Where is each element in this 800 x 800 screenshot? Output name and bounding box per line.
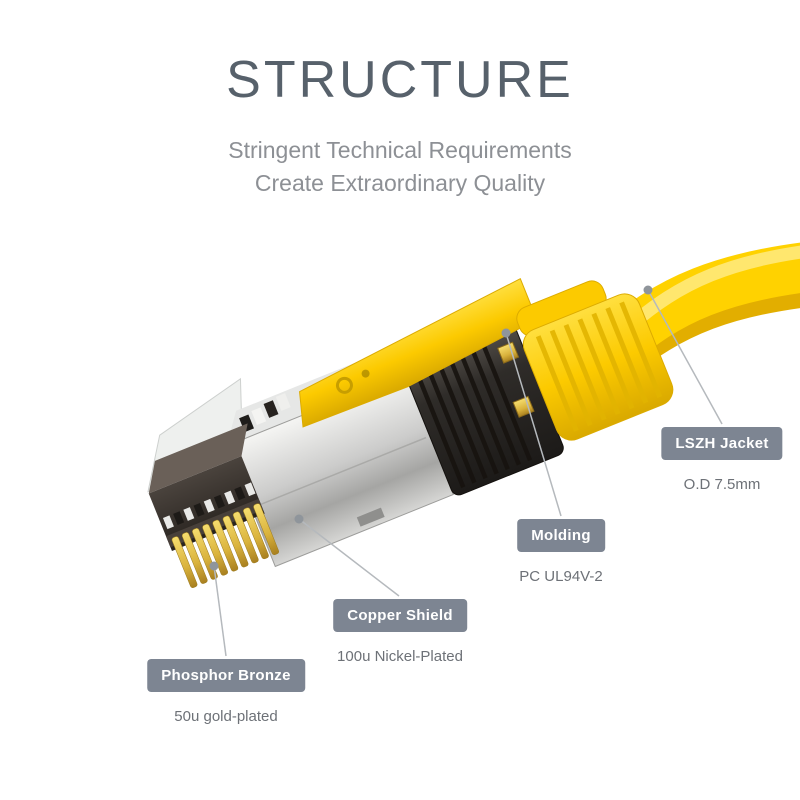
- callout-badge-molding: Molding: [517, 519, 605, 552]
- leader-dot-lszh: [643, 285, 653, 295]
- callout-detail-molding: PC UL94V-2: [519, 568, 603, 585]
- callout-copper-shield: Copper Shield 100u Nickel-Plated: [333, 599, 467, 665]
- contact-slots: [162, 482, 256, 530]
- leader-dot-molding: [501, 328, 511, 338]
- leader-dots: [209, 285, 653, 571]
- callout-phosphor-bronze: Phosphor Bronze 50u gold-plated: [147, 659, 305, 725]
- leader-dot-phosphor: [209, 561, 219, 571]
- molding-ridges: [413, 340, 533, 489]
- latch-ring: [335, 376, 353, 394]
- shield-seam: [256, 436, 427, 507]
- callout-badge-lszh-jacket: LSZH Jacket: [661, 427, 783, 460]
- latch-dot: [361, 369, 370, 378]
- wire-ends: [239, 393, 291, 433]
- page-title: STRUCTURE: [226, 51, 574, 109]
- page-subtitle: Stringent Technical Requirements Create …: [0, 134, 800, 200]
- subtitle-line-2: Create Extraordinary Quality: [254, 170, 546, 196]
- leader-line-phosphor: [213, 565, 227, 657]
- load-bar-top: [148, 423, 248, 494]
- callout-molding: Molding PC UL94V-2: [517, 519, 605, 585]
- callout-lszh-jacket: LSZH Jacket O.D 7.5mm: [661, 427, 783, 493]
- callout-detail-copper-shield: 100u Nickel-Plated: [337, 648, 463, 665]
- shield-notch: [356, 507, 385, 527]
- callout-badge-phosphor-bronze: Phosphor Bronze: [147, 659, 305, 692]
- callout-detail-phosphor-bronze: 50u gold-plated: [174, 708, 278, 725]
- leader-line-lszh: [647, 289, 723, 425]
- latch: [299, 278, 538, 428]
- leader-lines: [213, 289, 723, 657]
- leader-line-molding: [505, 332, 562, 517]
- cable-highlight: [623, 245, 800, 333]
- callout-badge-copper-shield: Copper Shield: [333, 599, 467, 632]
- callout-detail-lszh-jacket: O.D 7.5mm: [683, 476, 761, 493]
- connector-assembly: [147, 278, 674, 588]
- molding-contact-lower: [512, 395, 535, 418]
- leader-line-copper: [298, 518, 400, 597]
- subtitle-line-1: Stringent Technical Requirements: [228, 137, 572, 163]
- boot-ridges: [535, 301, 663, 432]
- leader-dot-copper: [294, 514, 304, 524]
